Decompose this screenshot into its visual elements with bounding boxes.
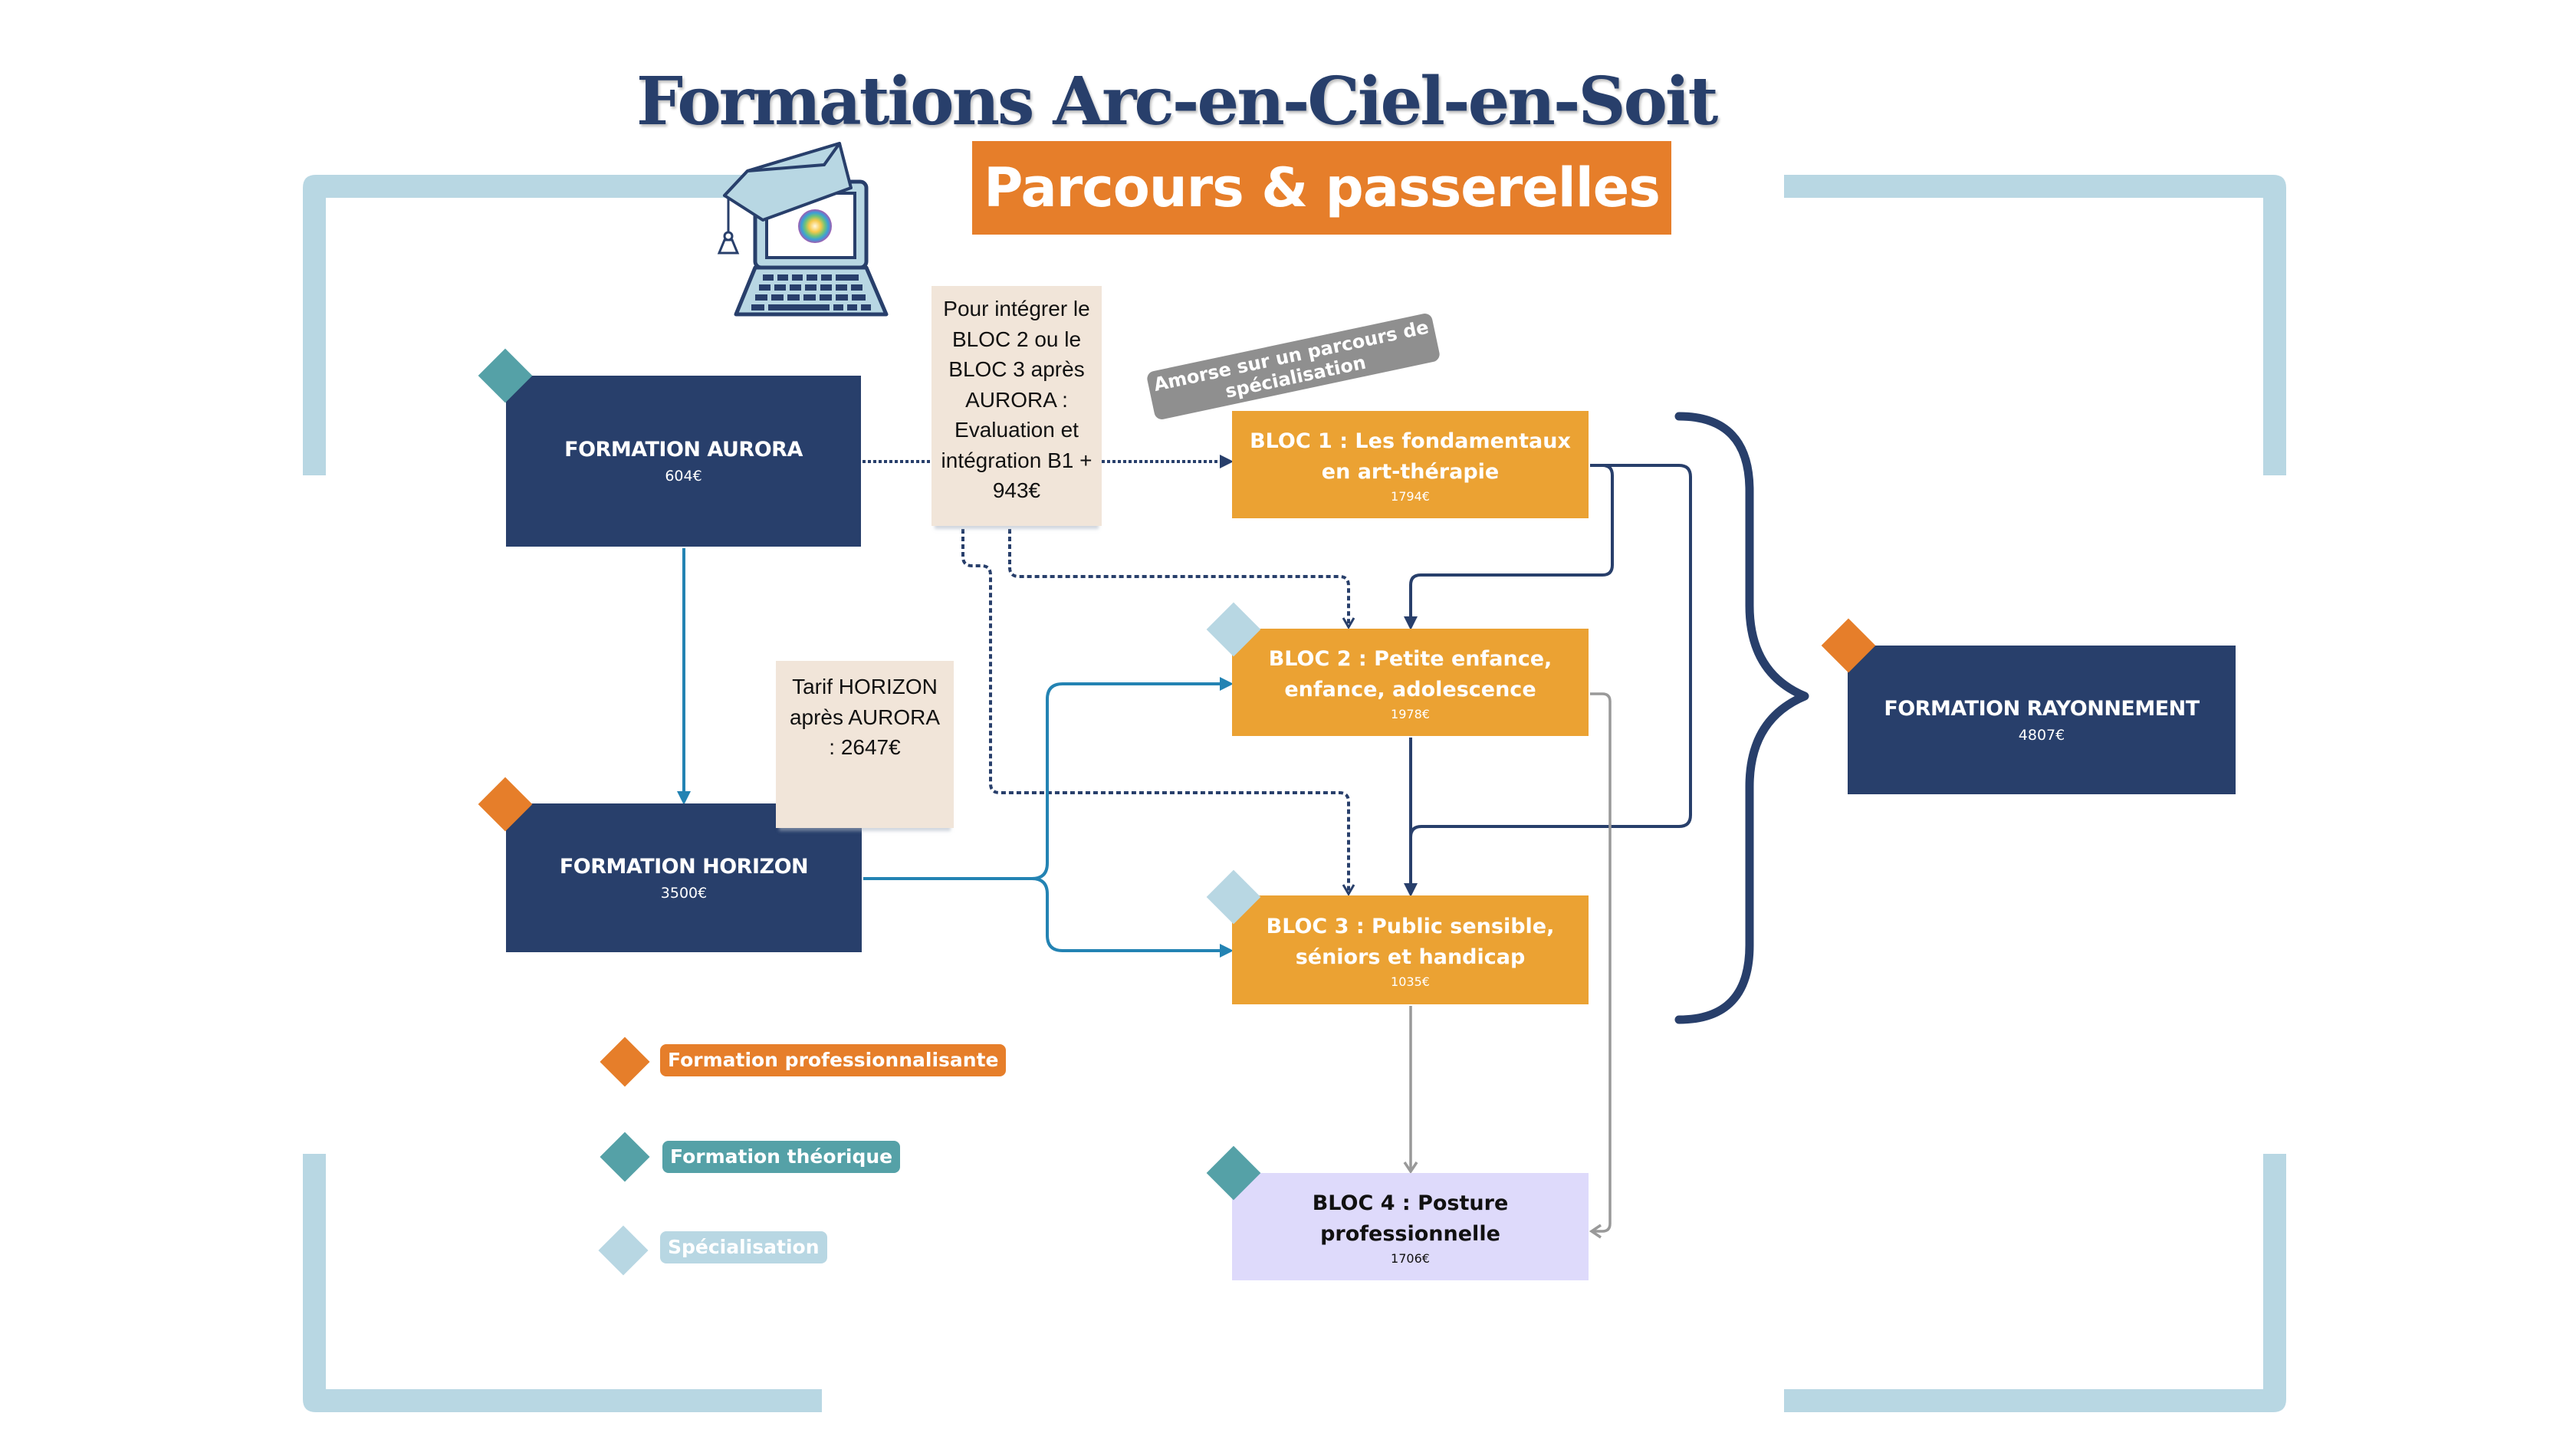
legend-label-theorique: Formation théorique — [662, 1141, 901, 1173]
formation-horizon-card[interactable]: FORMATION HORIZON 3500€ — [506, 803, 862, 952]
formation-horizon-title: FORMATION HORIZON — [559, 854, 809, 879]
connector-note-to-bloc2 — [1008, 529, 1355, 629]
connector-note-to-bloc3 — [961, 529, 1355, 896]
horizon-tarif-note-text: Tarif HORIZON après AURORA : 2647€ — [789, 675, 941, 759]
legend-label-specialisation: Spécialisation — [660, 1231, 827, 1263]
formation-aurora-title: FORMATION AURORA — [564, 438, 803, 462]
curly-brace — [1674, 412, 1809, 1024]
connector-bloc1-to-bloc2 — [1404, 464, 1614, 630]
bloc4-title: BLOC 4 : Posture professionnelle — [1312, 1191, 1509, 1246]
graduation-cap-laptop-icon — [717, 142, 889, 317]
bloc3-card[interactable]: BLOC 3 : Public sensible, séniors et han… — [1232, 895, 1589, 1004]
bloc3-title: BLOC 3 : Public sensible, séniors et han… — [1266, 914, 1555, 969]
formation-rayonnement-card[interactable]: FORMATION RAYONNEMENT 4807€ — [1848, 646, 2236, 794]
integration-note-text: Pour intégrer le BLOC 2 ou le BLOC 3 apr… — [941, 297, 1092, 502]
bloc1-price: 1794€ — [1391, 488, 1430, 504]
subtitle-banner: Parcours & passerelles — [972, 141, 1671, 235]
bloc2-card[interactable]: BLOC 2 : Petite enfance, enfance, adoles… — [1232, 629, 1589, 736]
bloc2-price: 1978€ — [1391, 706, 1430, 721]
connector-horizon-to-bloc2 — [863, 677, 1234, 880]
bloc2-title: BLOC 2 : Petite enfance, enfance, adoles… — [1268, 646, 1552, 702]
bloc4-price: 1706€ — [1391, 1250, 1430, 1266]
integration-note: Pour intégrer le BLOC 2 ou le BLOC 3 apr… — [932, 286, 1102, 526]
bloc3-price: 1035€ — [1391, 974, 1430, 989]
connector-horizon-to-bloc3 — [1031, 877, 1234, 958]
logo-badge-icon — [798, 209, 832, 243]
horizon-tarif-note: Tarif HORIZON après AURORA : 2647€ — [776, 661, 954, 828]
bloc1-card[interactable]: BLOC 1 : Les fondamentaux en art-thérapi… — [1232, 411, 1589, 518]
connector-bloc2-to-bloc4 — [1589, 692, 1612, 1239]
formation-aurora-price: 604€ — [665, 468, 702, 485]
formation-aurora-card[interactable]: FORMATION AURORA 604€ — [506, 376, 861, 547]
bloc4-card[interactable]: BLOC 4 : Posture professionnelle 1706€ — [1232, 1173, 1589, 1280]
bloc1-title: BLOC 1 : Les fondamentaux en art-thérapi… — [1250, 429, 1571, 484]
formation-horizon-price: 3500€ — [660, 884, 708, 902]
connector-bloc1-to-bloc3 — [1409, 464, 1692, 838]
formation-rayonnement-price: 4807€ — [2018, 726, 2065, 744]
legend-label-professionnalisante: Formation professionnalisante — [660, 1044, 1007, 1076]
formation-rayonnement-title: FORMATION RAYONNEMENT — [1884, 696, 2200, 721]
page-title: Formations Arc-en-Ciel-en-Soit — [636, 63, 1718, 140]
